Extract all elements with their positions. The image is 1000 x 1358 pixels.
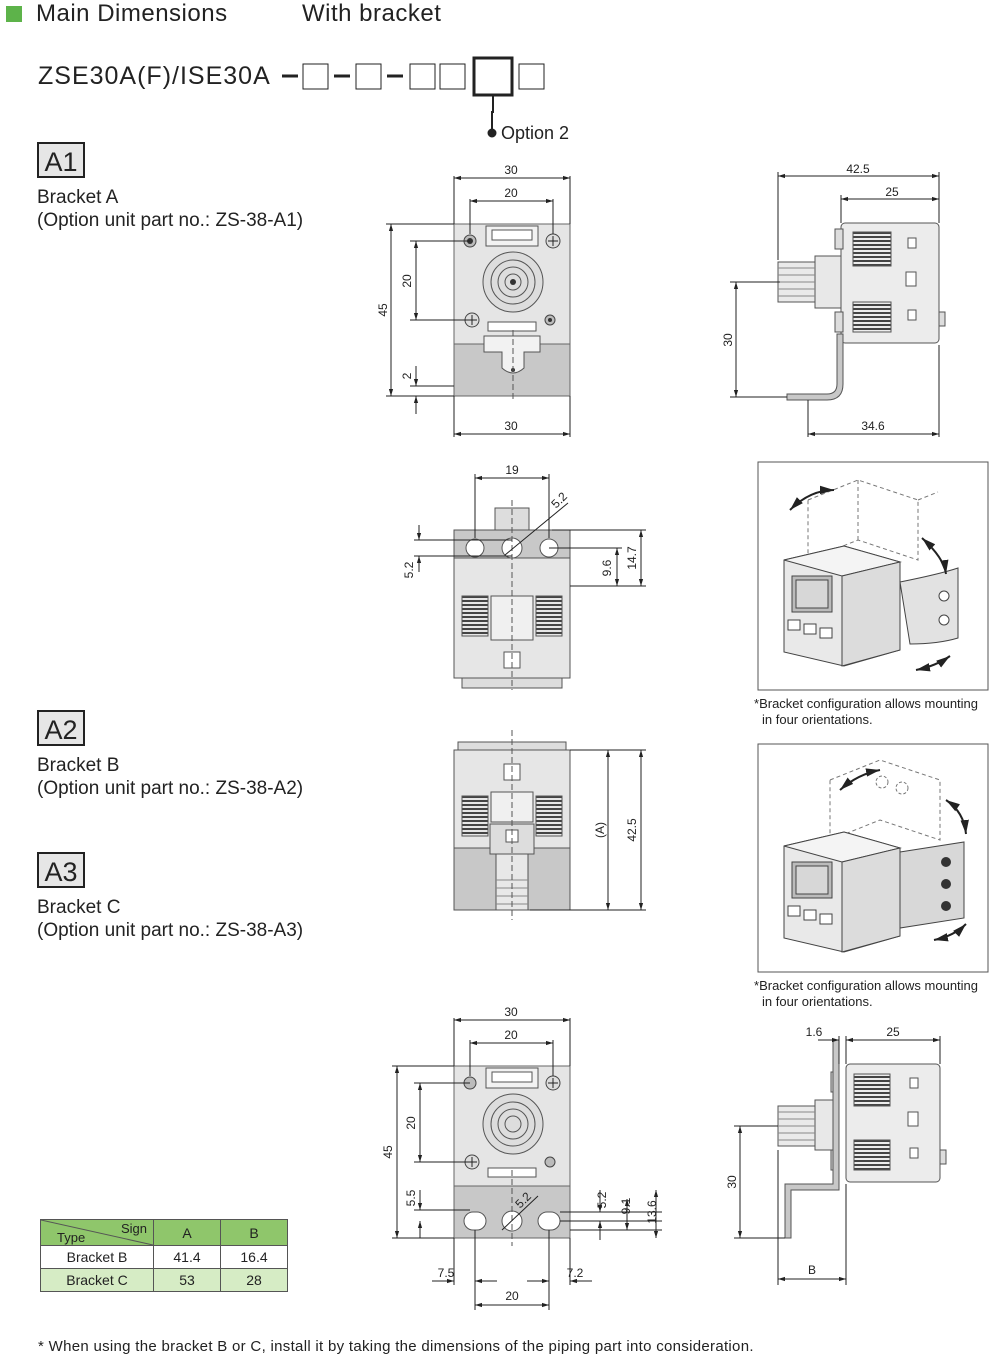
note-marker: *: [754, 696, 760, 711]
dim-a1-bottom-hole: 5.2: [548, 489, 570, 511]
dim-a1-side-w-total: 42.5: [846, 162, 870, 176]
dim-a1-side-w-bottom: 34.6: [861, 419, 885, 433]
dim-a3-side-h-bracket: 30: [725, 1175, 739, 1189]
a1-side-view: 42.5 25 30 34.6: [721, 162, 946, 437]
dim-a1-bottom-d1: 9.6: [600, 559, 614, 576]
section-a3-label: Bracket C (Option unit part no.: ZS-38-A…: [37, 896, 303, 942]
dim-a1-bottom-hole-left: 5.2: [402, 561, 416, 578]
badge-a3: A3: [37, 852, 85, 888]
orientation-note-2: *Bracket configuration allows mounting i…: [754, 978, 978, 1010]
dim-a3-front-d-r2: 9.1: [619, 1197, 633, 1214]
section-a2-part: (Option unit part no.: ZS-38-A2): [37, 778, 304, 799]
dim-a2-h: 42.5: [625, 818, 639, 842]
dim-a1-bottom-d2: 14.7: [625, 546, 639, 570]
table-corner-cell: Sign Type: [40, 1219, 154, 1246]
dim-a3-front-d-r1: 5.2: [595, 1191, 609, 1208]
dim-a1-side-h-bracket: 30: [721, 333, 735, 347]
dim-a3-front-w-l: 7.5: [438, 1266, 455, 1280]
dim-a1-side-w-body: 25: [885, 185, 899, 199]
badge-a2: A2: [37, 710, 85, 746]
note-line-2: in four orientations.: [762, 994, 873, 1009]
note-line-1: Bracket configuration allows mounting: [759, 696, 979, 711]
table-cell-type: Bracket C: [40, 1268, 154, 1292]
model-code: ZSE30A(F)/ISE30A: [38, 62, 271, 90]
dim-a3-front-h-mount: 20: [404, 1116, 418, 1130]
dim-a3-front-w-r: 7.2: [567, 1266, 584, 1280]
section-a1-label: Bracket A (Option unit part no.: ZS-38-A…: [37, 186, 303, 232]
dim-a3-front-h-total: 45: [381, 1145, 395, 1159]
iso-view-1: [757, 461, 989, 691]
section-a1-name: Bracket A: [37, 187, 119, 208]
table-cell-a: 53: [153, 1268, 221, 1292]
dim-a3-front-w-outer: 30: [504, 1005, 518, 1019]
dim-a1-front-w-outer: 30: [504, 163, 518, 177]
dim-a1-bottom-w: 19: [505, 463, 519, 477]
header-title: Main Dimensions: [36, 0, 228, 27]
dim-a3-side-t: 1.6: [806, 1025, 823, 1039]
header-accent-square: [6, 6, 22, 22]
table-cell-a: 41.4: [153, 1245, 221, 1269]
a1-front-view: 30 20 45 20 2 30: [376, 163, 571, 437]
dim-a3-front-d-r3: 13.6: [645, 1200, 659, 1224]
note-line-2: in four orientations.: [762, 712, 873, 727]
model-code-boxes: [282, 56, 545, 138]
section-a3-part: (Option unit part no.: ZS-38-A3): [37, 920, 304, 941]
dim-a3-front-w-bottom: 20: [505, 1289, 519, 1303]
dim-a2-a: (A): [593, 822, 607, 838]
section-a2-label: Bracket B (Option unit part no.: ZS-38-A…: [37, 754, 303, 800]
table-cell-type: Bracket B: [40, 1245, 154, 1269]
table-cell-b: 28: [220, 1268, 288, 1292]
dim-a3-side-w-body: 25: [886, 1025, 900, 1039]
orientation-note-1: *Bracket configuration allows mounting i…: [754, 696, 978, 728]
table-header-a: A: [153, 1219, 221, 1246]
badge-a1: A1: [37, 142, 85, 178]
dim-a1-front-h-mount: 20: [400, 274, 414, 288]
dim-a3-front-w-inner: 20: [504, 1028, 518, 1042]
a1-bottom-view: 19 5.2 5.2 9.6 14.7: [402, 463, 646, 690]
section-a2-name: Bracket B: [37, 755, 120, 776]
table-row: Bracket B 41.4 16.4: [40, 1245, 288, 1269]
dim-a3-side-b: B: [808, 1263, 816, 1277]
a2-view: (A) 42.5: [453, 730, 646, 920]
a3-side-view: 1.6 25 30 B: [725, 1025, 947, 1285]
note-marker: *: [754, 978, 760, 993]
dim-a1-front-w-bottom: 30: [504, 419, 518, 433]
dim-a1-front-w-inner: 20: [504, 186, 518, 200]
iso-view-2: [757, 743, 989, 973]
note-line-1: Bracket configuration allows mounting: [759, 978, 979, 993]
dim-a1-front-h-total: 45: [376, 303, 390, 317]
dim-a1-front-h-base: 2: [400, 372, 414, 379]
table-cell-b: 16.4: [220, 1245, 288, 1269]
sign-table: Sign Type A B Bracket B 41.4 16.4 Bracke…: [40, 1219, 288, 1292]
section-a3-name: Bracket C: [37, 897, 121, 918]
a3-front-view: 30 20 45 20 5.5 5.2 5.2 9.1 13.6 7.5 7.2…: [381, 1005, 662, 1310]
table-corner-type: Type: [57, 1230, 86, 1245]
option-label: Option 2: [501, 123, 570, 143]
header-subtitle: With bracket: [302, 0, 442, 27]
section-a1-part: (Option unit part no.: ZS-38-A1): [37, 210, 304, 231]
table-row: Bracket C 53 28: [40, 1268, 288, 1292]
dim-a3-front-d-left: 5.5: [404, 1189, 418, 1206]
table-header-b: B: [220, 1219, 288, 1246]
footer-note: * When using the bracket B or C, install…: [38, 1338, 754, 1355]
table-corner-sign: Sign: [120, 1221, 147, 1236]
